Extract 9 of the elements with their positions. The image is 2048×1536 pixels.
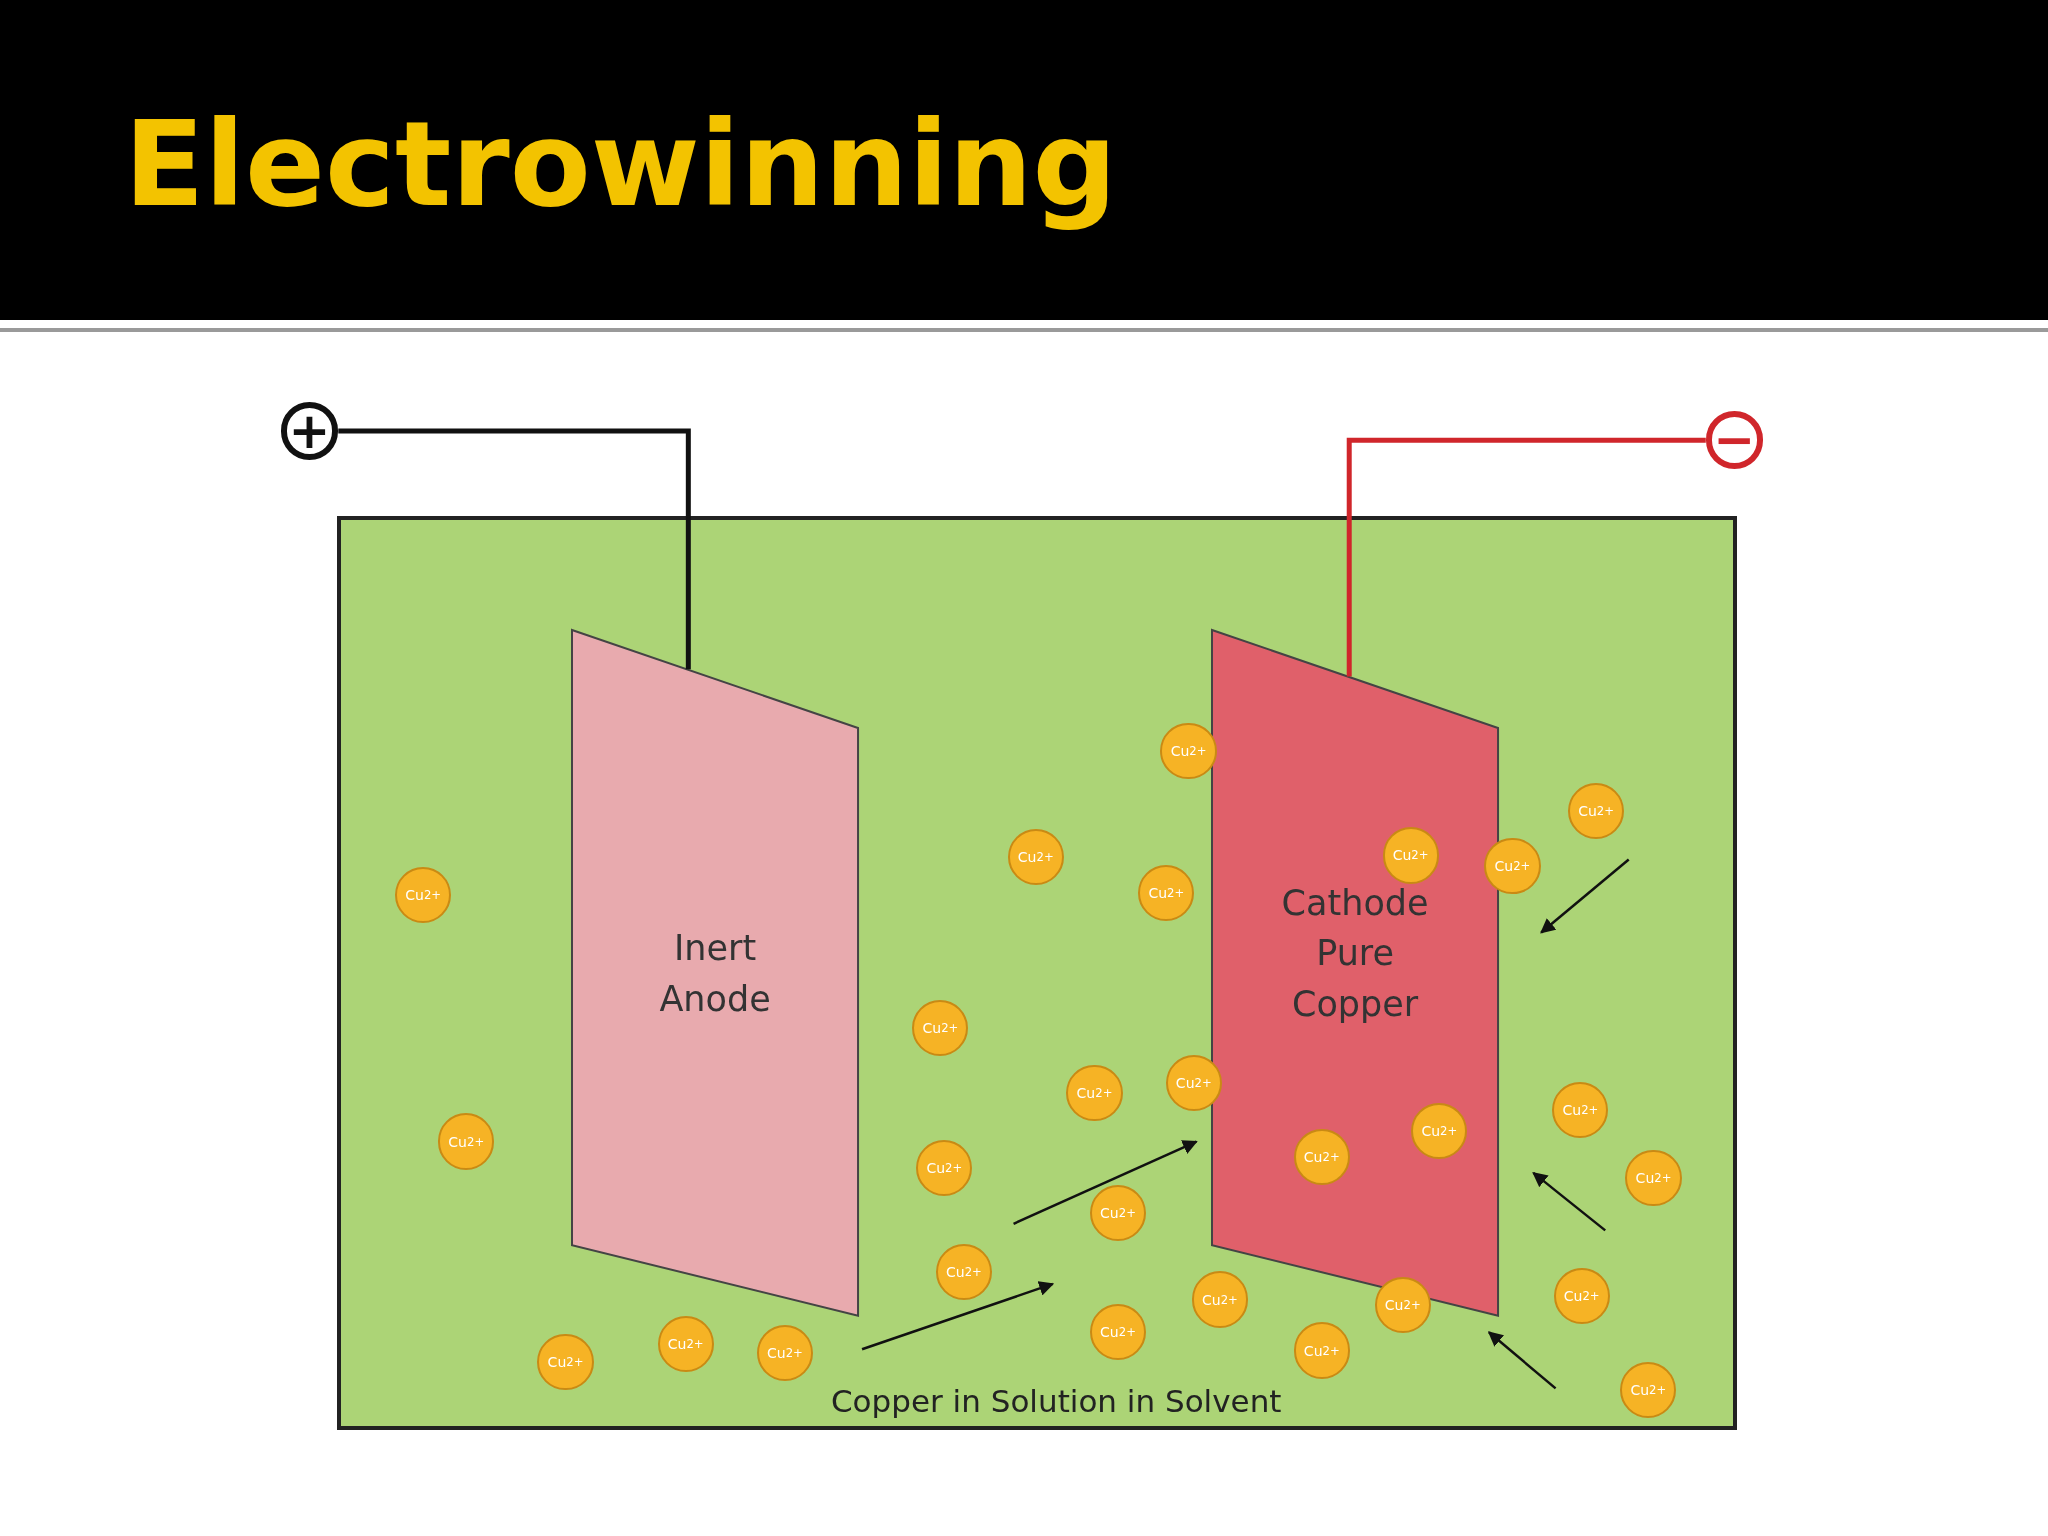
title: Electrowinning [124, 100, 1118, 230]
electrode-label: Cathode Pure Copper [1280, 881, 1430, 1027]
terminal-circle: − [1705, 411, 1764, 469]
electrolyte-tank [336, 515, 1738, 1431]
solution-label: Copper in Solution in Solvent [830, 1383, 1282, 1418]
electrode-label: Inert Anode [658, 927, 772, 1022]
terminal-circle: + [280, 402, 339, 460]
wire [338, 428, 691, 670]
wire [1346, 437, 1706, 677]
